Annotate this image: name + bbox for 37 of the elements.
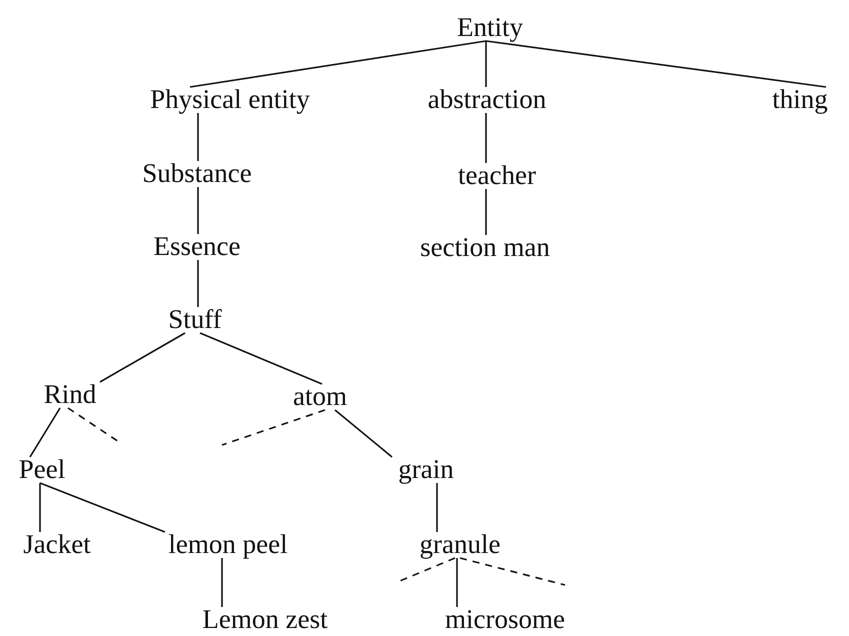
tree-term: abstraction bbox=[428, 85, 546, 115]
dashed-connector bbox=[460, 557, 566, 586]
tree-term: Lemon zest bbox=[202, 605, 328, 635]
tree-term: section man bbox=[420, 233, 550, 263]
dashed-connector bbox=[222, 409, 326, 446]
connector-line bbox=[334, 409, 392, 458]
connector-line bbox=[197, 187, 199, 234]
tree-term: Stuff bbox=[168, 305, 222, 335]
tree-term: atom bbox=[293, 382, 347, 412]
connector-line bbox=[200, 332, 322, 385]
connector-line bbox=[456, 558, 458, 607]
connector-line bbox=[485, 113, 487, 163]
tree-term: teacher bbox=[458, 161, 536, 191]
connector-line bbox=[197, 260, 199, 307]
connector-line bbox=[29, 408, 61, 458]
tree-term: Physical entity bbox=[150, 85, 310, 115]
tree-term: Essence bbox=[154, 232, 240, 262]
tree-term: Entity bbox=[457, 13, 523, 43]
tree-term: granule bbox=[420, 530, 500, 560]
connector-line bbox=[190, 40, 486, 88]
connector-line bbox=[100, 332, 186, 383]
tree-term: grain bbox=[398, 455, 454, 485]
connector-line bbox=[221, 558, 223, 607]
connector-line bbox=[436, 483, 438, 532]
connector-line bbox=[485, 189, 487, 235]
connector-line bbox=[39, 483, 41, 532]
connector-line bbox=[40, 482, 166, 533]
tree-term: Peel bbox=[18, 455, 66, 485]
tree-term: microsome bbox=[445, 605, 565, 635]
tree-term: Rind bbox=[44, 380, 96, 410]
tree-term: thing bbox=[772, 85, 828, 115]
tree-term: Substance bbox=[142, 159, 252, 189]
connector-line bbox=[485, 41, 487, 87]
connector-line bbox=[197, 113, 199, 161]
connector-line bbox=[486, 40, 826, 88]
tree-term: lemon peel bbox=[168, 530, 288, 560]
tree-term: Jacket bbox=[23, 530, 91, 560]
